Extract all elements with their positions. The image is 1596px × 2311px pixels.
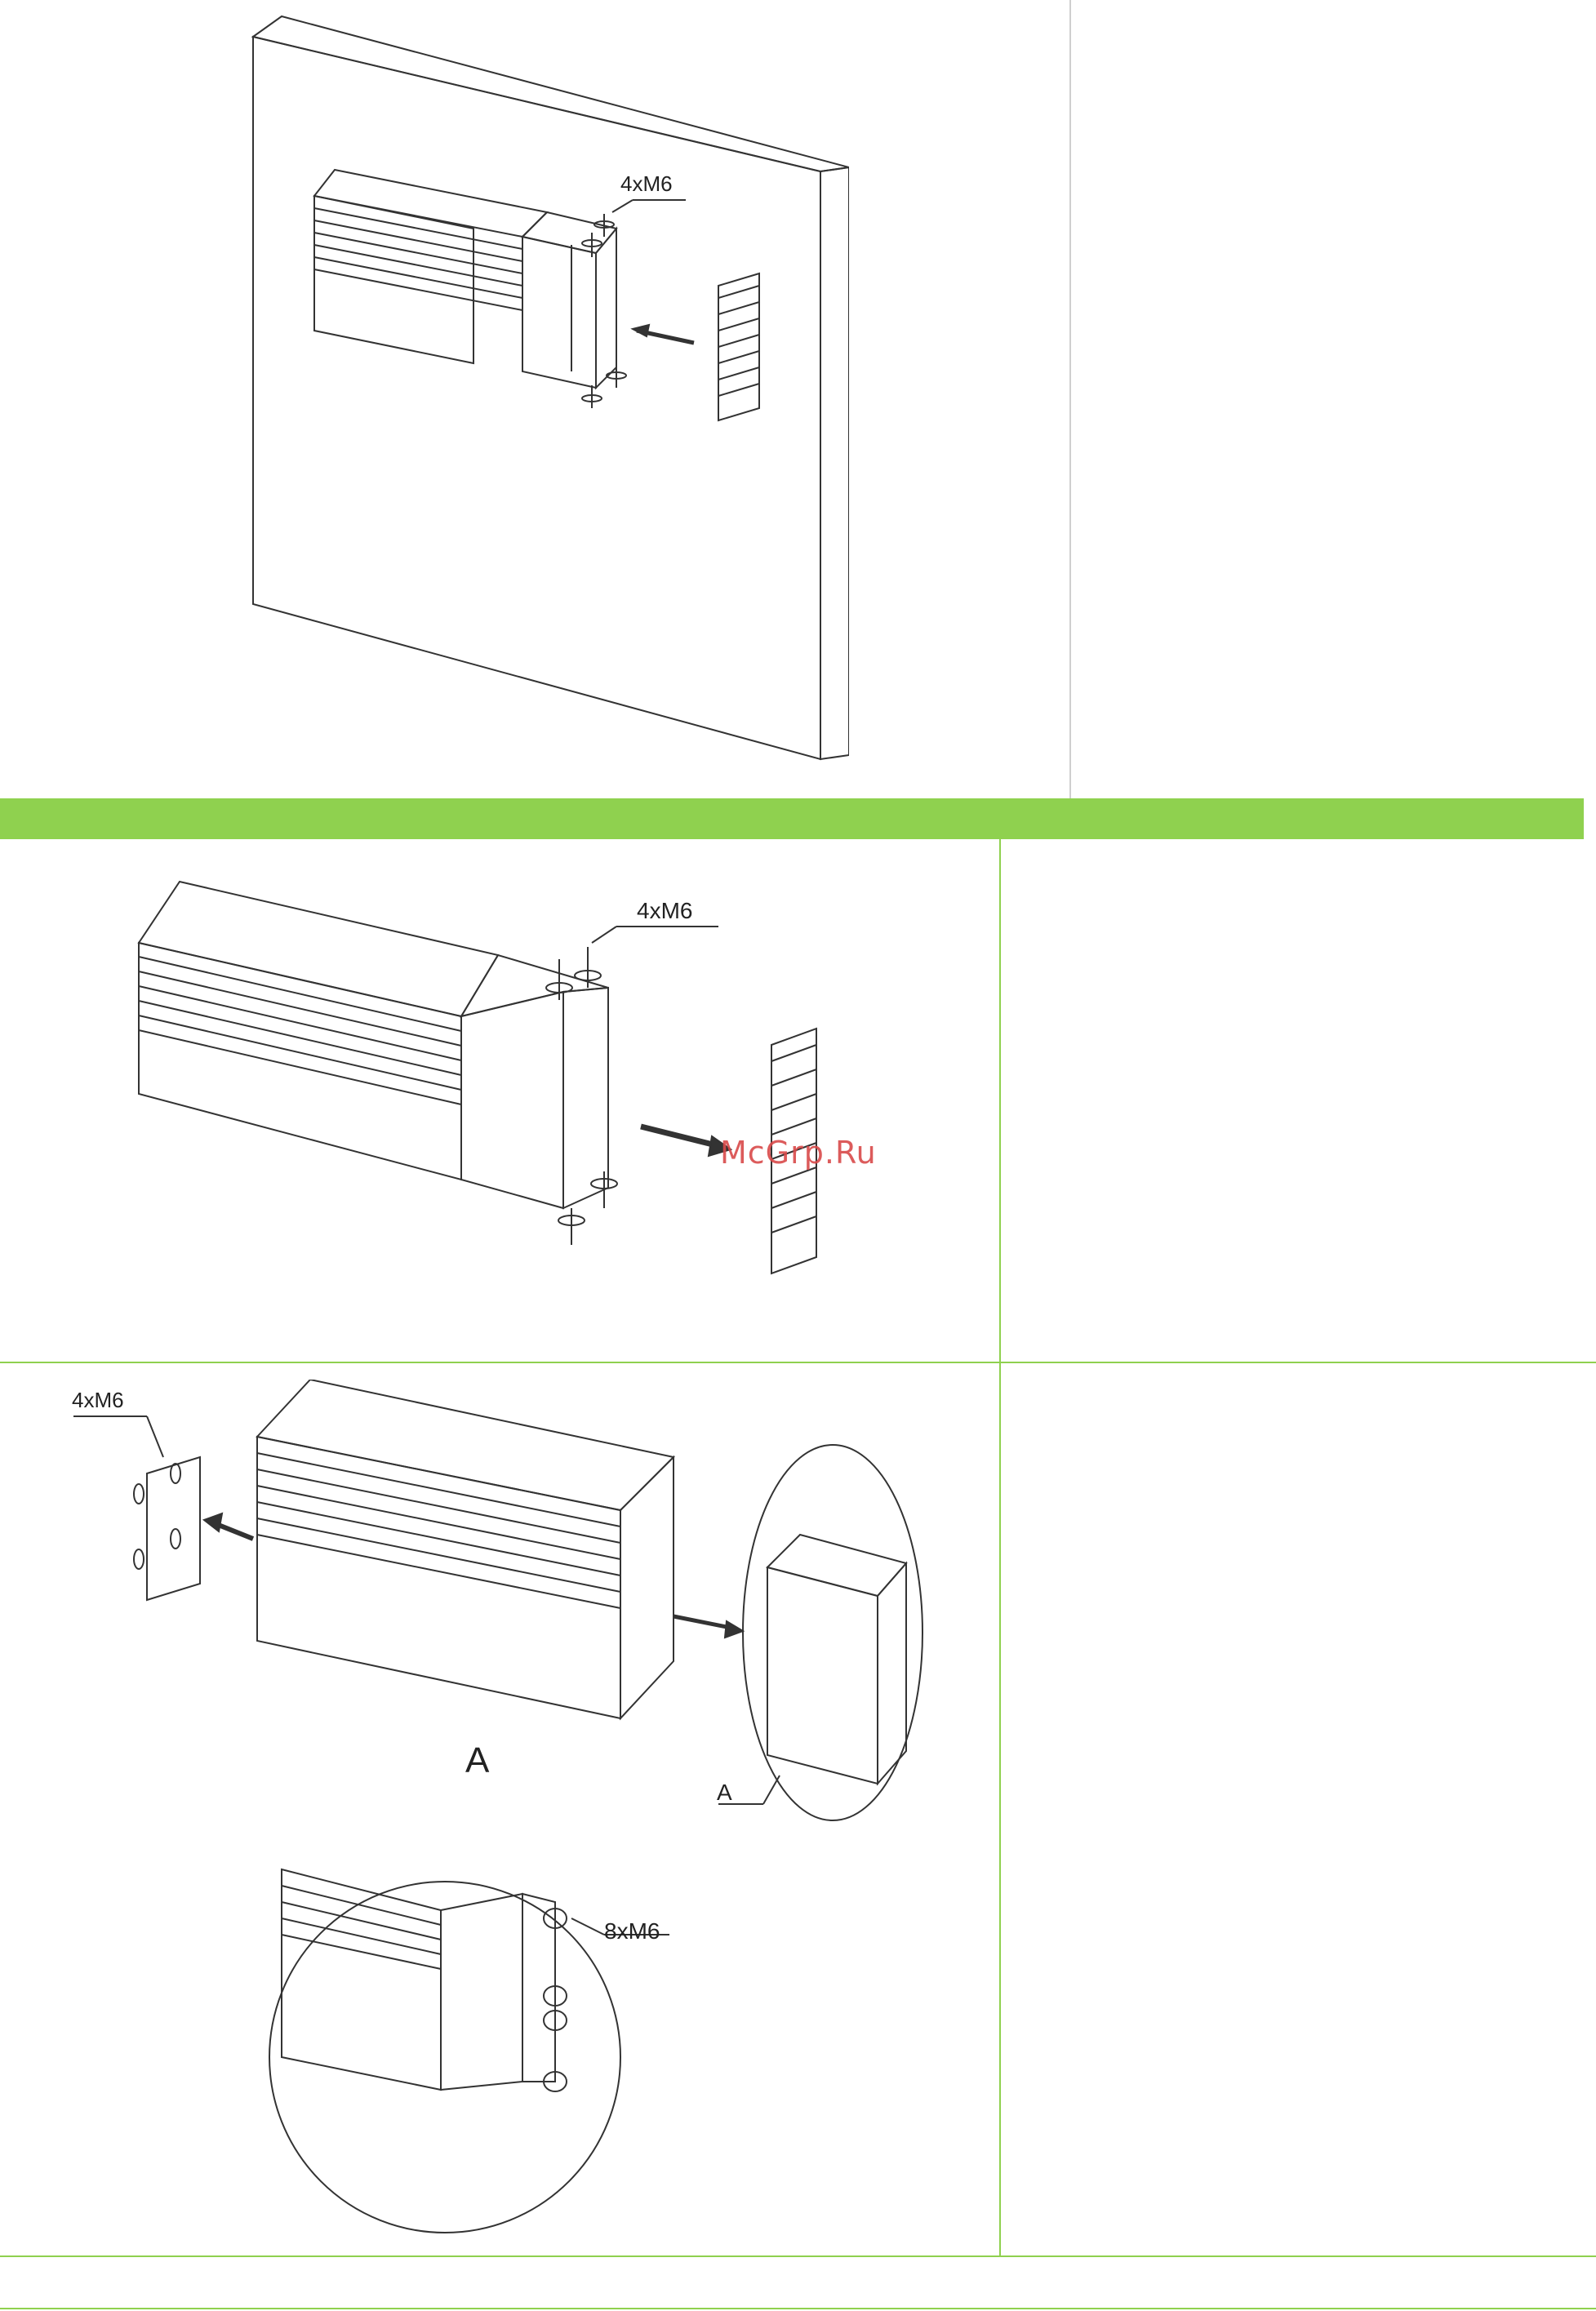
row-divider-1: [0, 1362, 1596, 1363]
detail-callout: A: [717, 1780, 732, 1806]
column-divider-middle: [999, 839, 1001, 2255]
detail-fastener-label: 8xM6: [604, 1918, 660, 1944]
figure-wall-mounting: [229, 0, 849, 776]
figure-grille-removal: [131, 865, 898, 1290]
fastener-label: 4xM6: [72, 1388, 124, 1413]
column-divider-top: [1069, 0, 1071, 798]
watermark: McGrp.Ru: [720, 1135, 877, 1171]
detail-title: A: [465, 1740, 489, 1781]
figure-end-plate-assembly: [49, 1380, 963, 2237]
row-divider-2: [0, 2255, 1596, 2257]
row-divider-3: [0, 2308, 1596, 2309]
fastener-label: 4xM6: [637, 898, 692, 924]
section-header-band: [0, 798, 1584, 839]
fastener-label: 4xM6: [620, 171, 673, 197]
